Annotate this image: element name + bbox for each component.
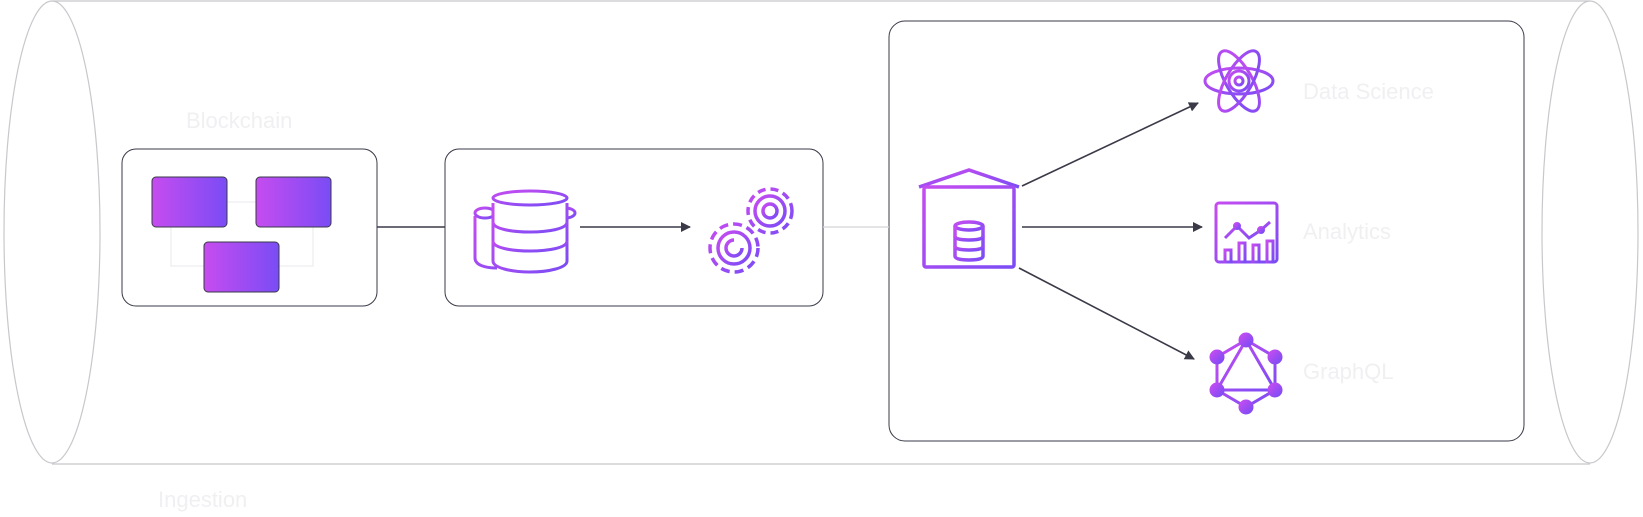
- arrow-warehouse-to-datascience: [1021, 102, 1199, 187]
- data-science-label: Data Science: [1303, 79, 1434, 104]
- arrow-warehouse-to-graphql: [1018, 267, 1195, 360]
- analytics-label: Analytics: [1303, 219, 1392, 244]
- database-stack-icon: [473, 189, 577, 274]
- gears-icon: [708, 187, 794, 274]
- blockchain-blocks-icon: [151, 176, 332, 293]
- data-warehouse-icon: [918, 168, 1020, 269]
- atom-icon: [1203, 49, 1275, 113]
- blockchain-label: Blockchain: [186, 108, 293, 133]
- ingestion-label: Ingestion: [158, 487, 248, 512]
- pipe-cylinder: [3, 0, 1639, 465]
- analytics-dashboard-icon: [1212, 201, 1281, 266]
- graphql-label: GraphQL: [1303, 359, 1394, 384]
- graphql-icon: [1209, 332, 1283, 415]
- warehouse-outputs-panel: [888, 20, 1525, 442]
